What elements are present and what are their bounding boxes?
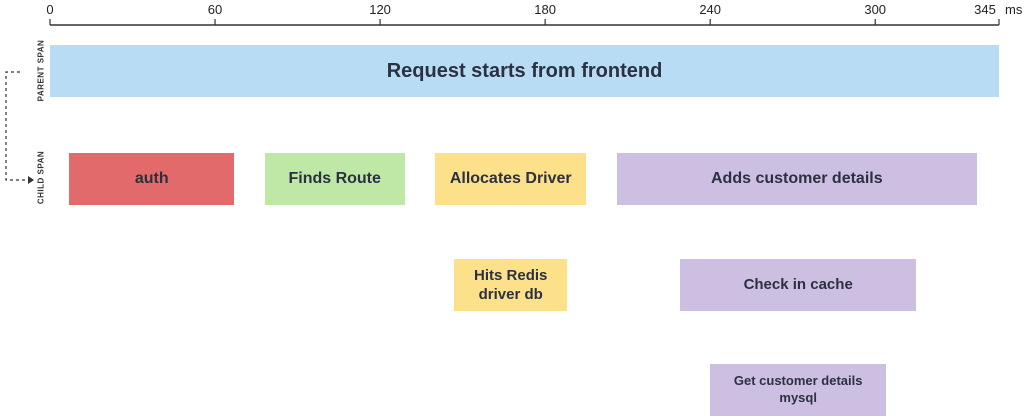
span-allocates-driver: Allocates Driver [435,153,587,205]
span-get-customer: Get customer details mysql [710,364,887,416]
tick-label: 60 [207,2,223,17]
tick-label: 240 [699,2,722,17]
span-finds-route: Finds Route [264,153,405,205]
span-auth: auth [69,153,235,205]
tick-label: 120 [369,2,391,17]
parent-child-connector [5,71,34,184]
tick-label: 180 [534,2,556,17]
tick-label: 300 [864,2,887,17]
tick-label: 0 [46,2,54,17]
span-adds-customer: Adds customer details [616,153,977,205]
span-hits-redis: Hits Redis driver db [454,259,568,311]
span-request: Request starts from frontend [50,45,999,97]
unit-label: ms [1005,2,1023,17]
tick-label: 345 [974,2,996,17]
time-axis [49,19,1000,26]
span-check-cache: Check in cache [679,259,917,311]
